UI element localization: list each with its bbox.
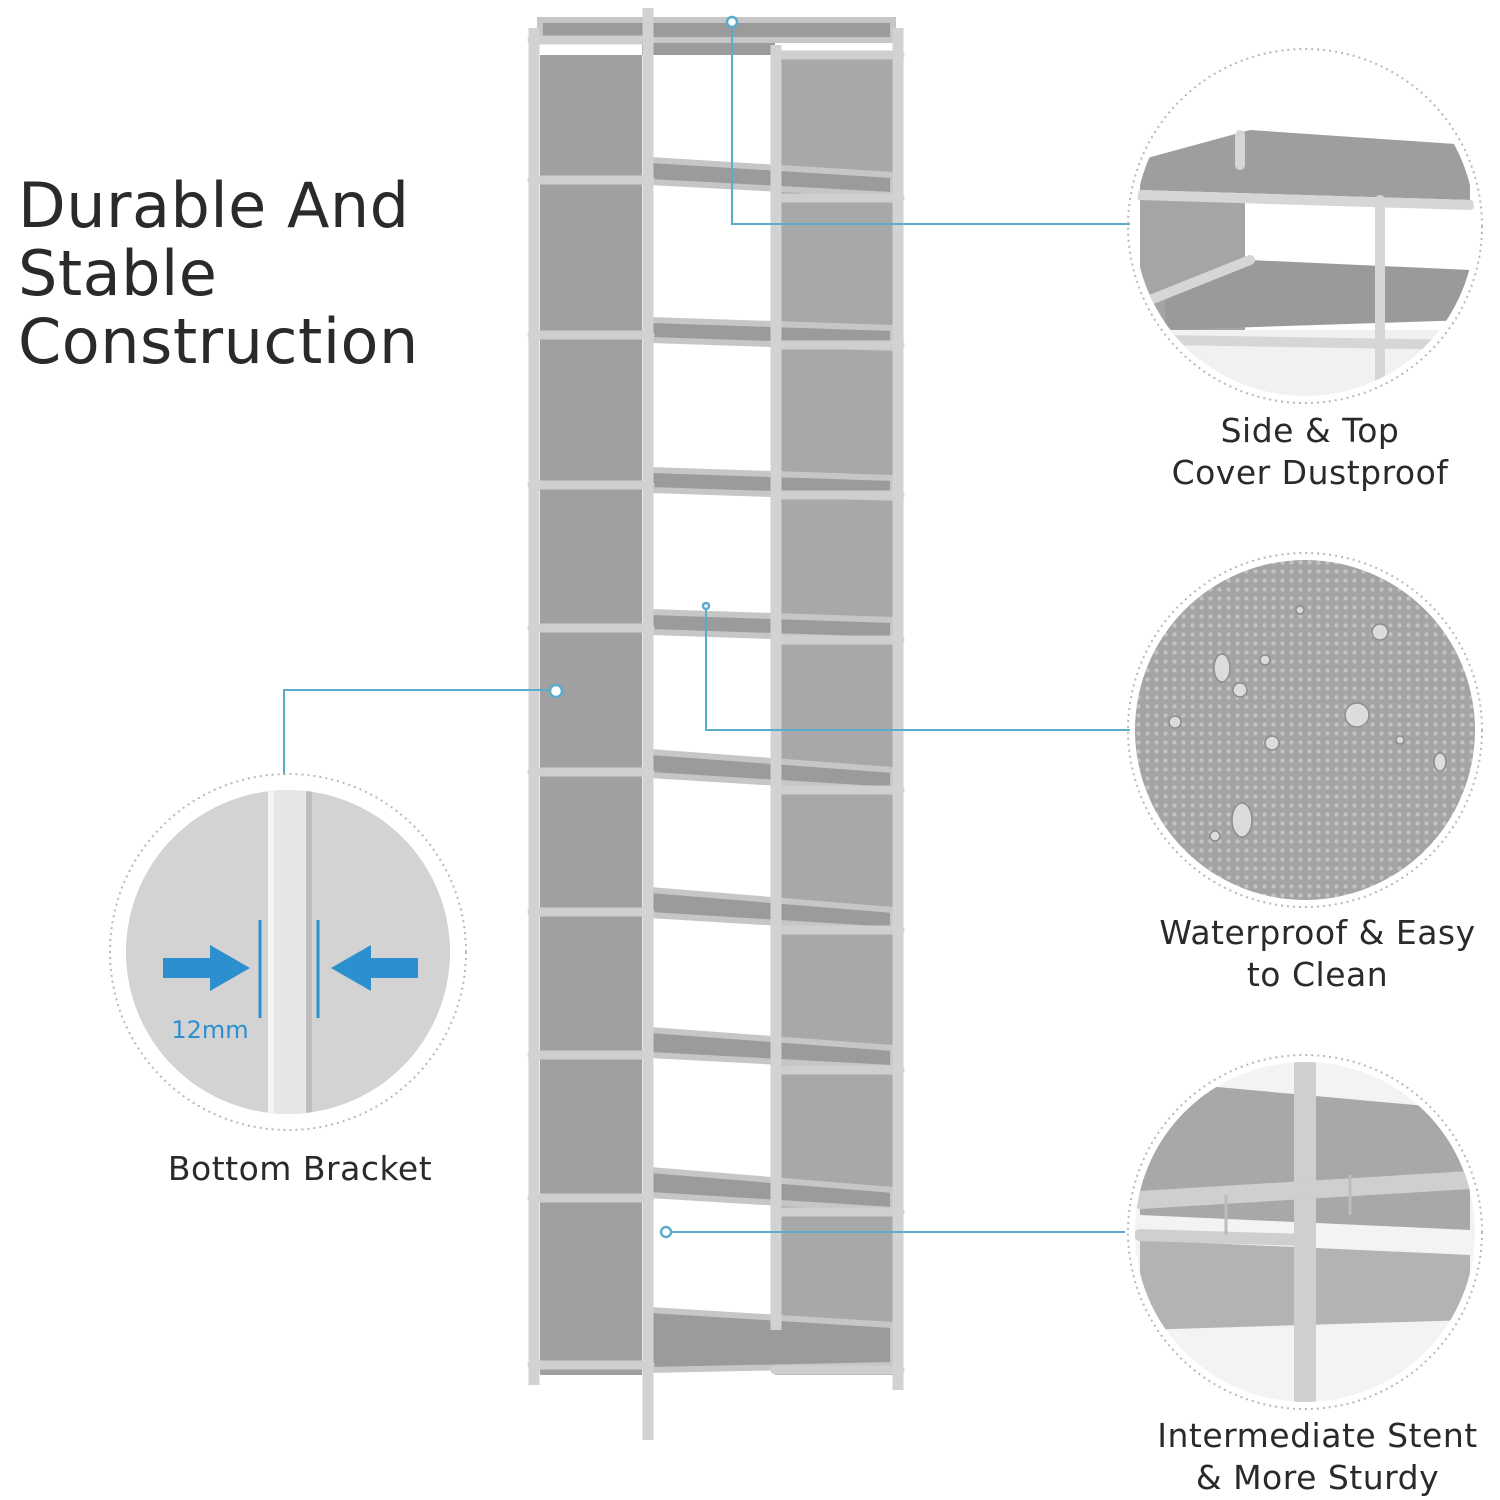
leader-dots: [548, 15, 739, 1239]
caption-stent-line-2: & More Sturdy: [1195, 1458, 1440, 1497]
caption-dustproof-line-1: Side & Top: [1220, 411, 1400, 450]
caption-waterproof-line-2: to Clean: [1246, 955, 1389, 994]
side-panels: [540, 35, 893, 1375]
shoe-rack: [527, 8, 905, 1440]
detail-circle-dustproof: [1127, 48, 1483, 404]
vertical-posts: [528, 8, 904, 1440]
headline-line-2: Stable: [18, 237, 218, 310]
arrow-right-icon: [163, 945, 250, 991]
headline: Durable And Stable Construction: [18, 172, 419, 376]
caption-dustproof-line-2: Cover Dustproof: [1171, 453, 1449, 492]
headline-line-1: Durable And: [18, 169, 410, 242]
arrow-left-icon: [331, 945, 418, 991]
leader-lines: [283, 22, 1130, 1233]
caption-stent: Intermediate Stent & More Sturdy: [1140, 1415, 1495, 1499]
caption-bottom-bracket: Bottom Bracket: [130, 1148, 470, 1190]
caption-waterproof: Waterproof & Easy to Clean: [1140, 912, 1495, 996]
caption-stent-line-1: Intermediate Stent: [1157, 1416, 1478, 1455]
water-drop-icons: [1168, 605, 1447, 842]
caption-bottom-bracket-line-1: Bottom Bracket: [167, 1149, 433, 1188]
horizontal-rails: [527, 35, 905, 1375]
headline-line-3: Construction: [18, 305, 419, 378]
caption-dustproof: Side & Top Cover Dustproof: [1145, 410, 1475, 494]
detail-circle-stent: [1127, 1054, 1483, 1410]
detail-circle-waterproof: [1127, 552, 1483, 908]
caption-waterproof-line-1: Waterproof & Easy: [1159, 913, 1476, 952]
detail-circle-bracket: 12mm: [109, 773, 467, 1131]
measure-label: 12mm: [171, 1016, 248, 1044]
